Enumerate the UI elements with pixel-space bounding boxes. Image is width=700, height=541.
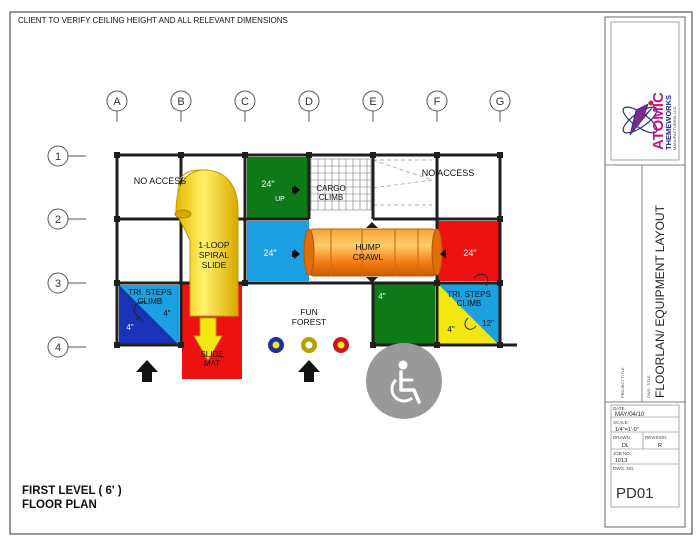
up-arrow-icon bbox=[298, 360, 320, 382]
deck-navy-left bbox=[119, 285, 179, 345]
dwg-title: FLOORLAN/ EQUIPMENT LAYOUT bbox=[653, 204, 667, 398]
row-bubble-2: 2 bbox=[47, 208, 86, 230]
frame-posts bbox=[114, 152, 503, 348]
height-label: 24" bbox=[263, 248, 276, 258]
spiral-slide bbox=[174, 169, 239, 361]
height-label: 4" bbox=[163, 309, 170, 318]
deck-yellow-right bbox=[437, 283, 499, 345]
row-label: 4 bbox=[55, 342, 61, 354]
date-label: DATE bbox=[613, 406, 625, 411]
spiral-label: 1-LOOP bbox=[198, 240, 230, 250]
height-label: 24" bbox=[463, 248, 476, 258]
column-bubble-a: A bbox=[106, 90, 128, 122]
column-label: E bbox=[369, 96, 376, 108]
column-label: D bbox=[305, 96, 313, 108]
height-label: 4" bbox=[447, 325, 454, 334]
hump-label: HUMP bbox=[355, 242, 380, 252]
fun-forest-label: FOREST bbox=[292, 317, 326, 327]
plan-title: FIRST LEVEL ( 6' ) FLOOR PLAN bbox=[22, 484, 122, 512]
job-label: JOB NO. bbox=[613, 451, 631, 456]
deck-panels bbox=[119, 157, 499, 379]
column-bubble-g: G bbox=[489, 90, 511, 122]
deck-green-bottom bbox=[372, 283, 435, 345]
deck-green-cargo bbox=[247, 157, 309, 219]
slide-mat-label: MAT bbox=[204, 359, 220, 368]
fun-forest-label: FUN bbox=[300, 307, 317, 317]
spiral-label: SPIRAL bbox=[199, 250, 230, 260]
tri-steps-right-label: CLIMB bbox=[457, 299, 481, 308]
wheelchair-icon bbox=[366, 343, 442, 419]
plan-labels: NO ACCESS NO ACCESS CARGO CLIMB 1-LOOP S… bbox=[126, 168, 494, 368]
no-access-left: NO ACCESS bbox=[134, 176, 187, 186]
brand-name: ATOMIC bbox=[650, 92, 667, 150]
hump-label: CRAWL bbox=[353, 252, 384, 262]
row-bubbles: 1 2 3 4 bbox=[47, 145, 86, 358]
project-title-label: PROJECT TITLE bbox=[620, 367, 625, 398]
job-value: 1013 bbox=[615, 458, 627, 464]
cargo-climb-net bbox=[310, 158, 372, 211]
revision-label: REVISION bbox=[645, 435, 667, 440]
height-label: UP bbox=[275, 196, 285, 203]
deck-blue bbox=[247, 221, 309, 281]
up-arrow-icon bbox=[136, 360, 158, 382]
scale-label: SCALE bbox=[613, 420, 628, 425]
column-label: C bbox=[241, 96, 249, 108]
date-value: MAY/04/10 bbox=[615, 412, 645, 418]
row-bubble-4: 4 bbox=[47, 336, 86, 358]
direction-arrows bbox=[292, 185, 446, 259]
column-bubble-d: D bbox=[298, 90, 320, 122]
tri-steps-left-label: TRI. STEPS bbox=[128, 288, 172, 297]
spiral-label: SLIDE bbox=[202, 260, 227, 270]
column-label: A bbox=[113, 96, 121, 108]
column-label: F bbox=[434, 96, 441, 108]
title-block: ATOMIC THEMEWORKS MANUFACTURING LLC PROJ… bbox=[604, 16, 686, 528]
height-label: 24" bbox=[261, 179, 274, 189]
row-bubble-3: 3 bbox=[47, 272, 86, 294]
column-bubble-b: B bbox=[170, 90, 192, 122]
column-bubble-e: E bbox=[362, 90, 384, 122]
fun-forest-posts bbox=[268, 337, 349, 353]
drawing-border bbox=[9, 11, 693, 535]
height-label: 4" bbox=[378, 292, 385, 301]
drawn-label: DRAWN bbox=[613, 435, 630, 440]
dwg-no-label: DWG. NO. bbox=[613, 466, 635, 471]
cargo-label: CLIMB bbox=[319, 193, 343, 202]
plan-title-line1: FIRST LEVEL ( 6' ) bbox=[22, 485, 122, 497]
column-label: B bbox=[177, 96, 184, 108]
row-label: 2 bbox=[55, 214, 61, 226]
revision-value: R bbox=[658, 443, 662, 449]
plan-title-line2: FLOOR PLAN bbox=[22, 499, 97, 511]
client-note: CLIENT TO VERIFY CEILING HEIGHT AND ALL … bbox=[18, 16, 288, 25]
height-label: 12" bbox=[482, 319, 494, 328]
row-label: 3 bbox=[55, 278, 61, 290]
height-label: 4" bbox=[126, 323, 133, 332]
no-access-right: NO ACCESS bbox=[422, 168, 475, 178]
drawn-value: DL bbox=[622, 443, 629, 449]
slide-mat-label: SLIDE bbox=[200, 350, 223, 359]
tri-steps-left-label: CLIMB bbox=[138, 297, 162, 306]
column-label: G bbox=[496, 96, 505, 108]
logo-atom-icon bbox=[622, 100, 658, 136]
column-bubbles: A B C D E F G bbox=[106, 90, 511, 122]
dwg-no-value: PD01 bbox=[616, 485, 654, 502]
row-bubble-1: 1 bbox=[47, 145, 86, 167]
dwg-title-label: DWG. TITLE bbox=[646, 375, 651, 398]
row-label: 1 bbox=[55, 151, 61, 163]
hidden-lines bbox=[372, 159, 433, 206]
cargo-label: CARGO bbox=[316, 184, 345, 193]
tri-steps-arrows bbox=[133, 273, 489, 330]
tri-steps-right-label: TRI. STEPS bbox=[447, 290, 491, 299]
brand-name: MANUFACTURING LLC bbox=[672, 107, 677, 150]
scale-value: 1/4"=1'-0" bbox=[615, 427, 639, 433]
column-bubble-c: C bbox=[234, 90, 256, 122]
deck-red-right bbox=[437, 221, 499, 281]
brand-name: THEMEWORKS bbox=[664, 95, 673, 150]
hump-crawl bbox=[303, 222, 443, 283]
column-bubble-f: F bbox=[426, 90, 448, 122]
